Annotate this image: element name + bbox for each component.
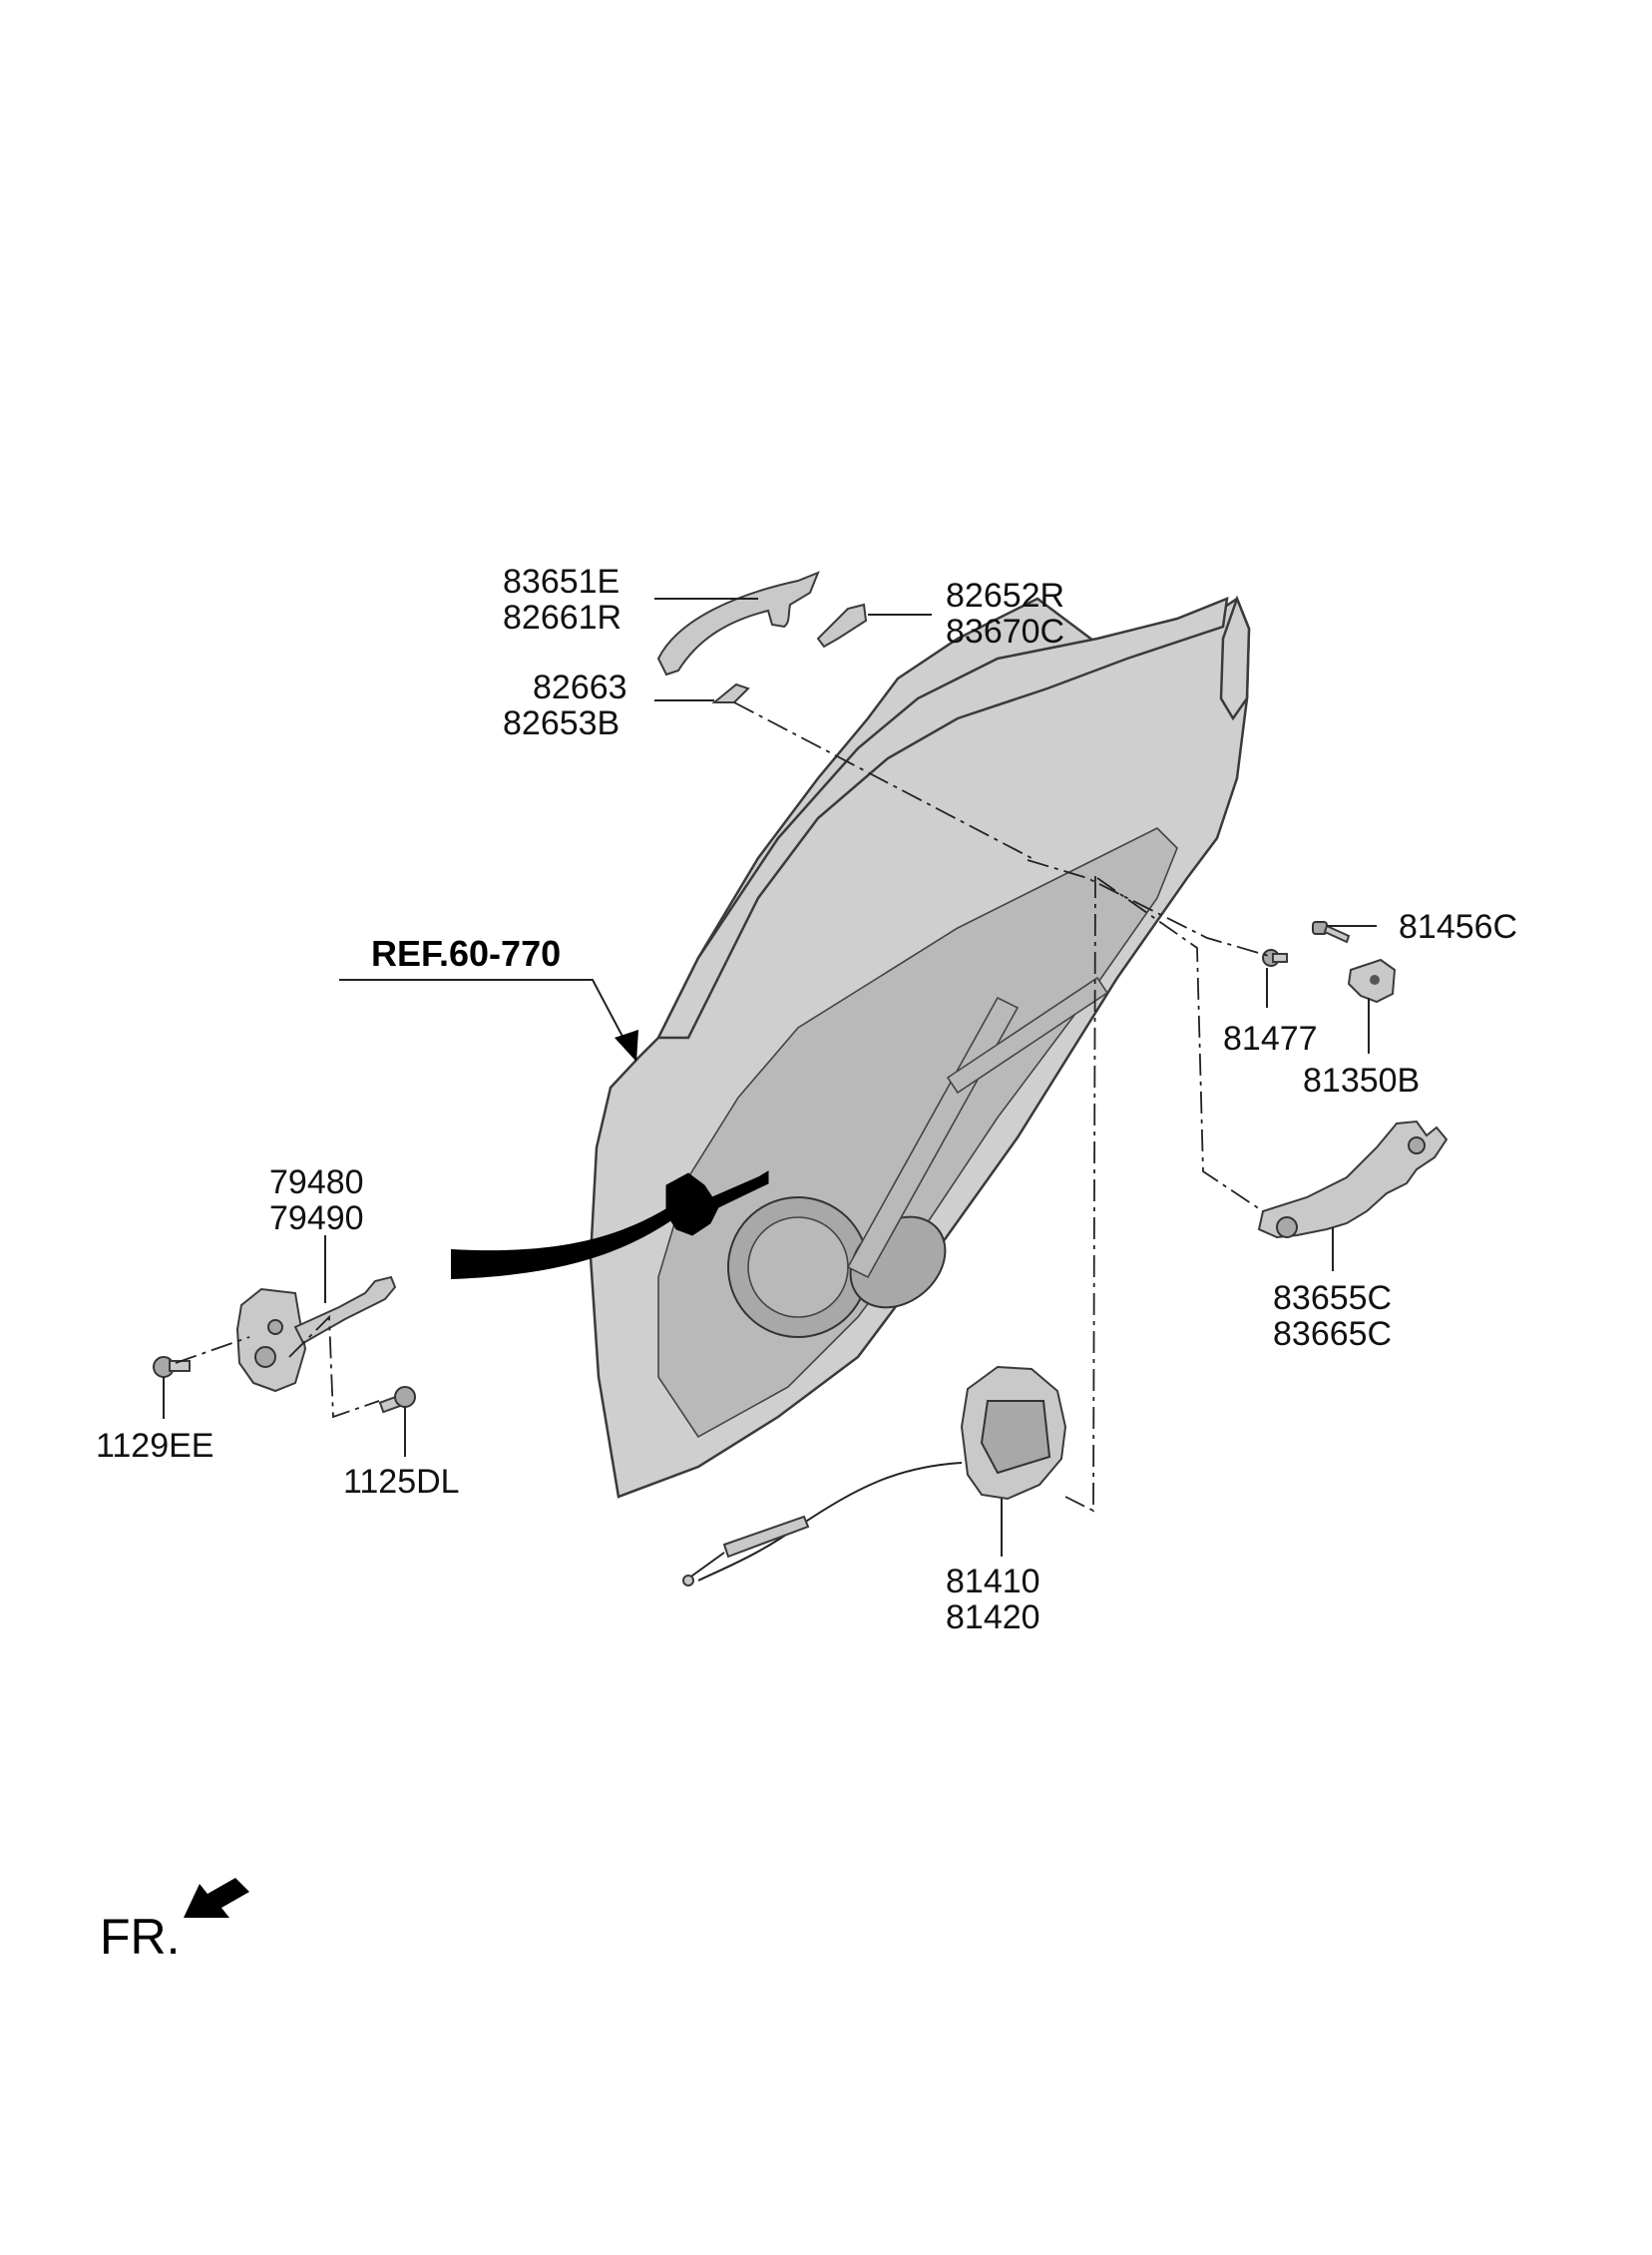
door-checker-part [235,1275,397,1393]
label-1125dl: 1125DL [343,1463,460,1501]
label-82653b: 82653B [503,704,620,742]
label-82661r: 82661R [503,599,621,637]
label-82652r: 82652R [946,577,1064,615]
label-83655c: 83655C [1273,1279,1392,1317]
part-number-labels: 83651E 82661R 82652R 83670C 82663 82653B… [96,563,1517,1636]
direction-arrow-icon [184,1878,249,1918]
door-latch-part [682,1365,1067,1586]
screw-part [1262,949,1288,967]
bolt-1125dl-part [378,1386,416,1414]
inside-handle-part [1257,1120,1448,1239]
front-direction-label: FR. [100,1909,181,1965]
label-79480: 79480 [269,1163,364,1201]
outside-door-handle [656,571,820,676]
handle-cover-cap [816,603,868,649]
label-83670c: 83670C [946,613,1064,651]
label-83665c: 83665C [1273,1315,1392,1353]
assembly-lines [175,701,1270,1513]
label-81420: 81420 [946,1598,1040,1636]
striker-part [1347,958,1397,1004]
reference-arrowhead [615,1030,638,1062]
handle-gasket [711,682,750,703]
striker-bolt-part [1312,921,1351,944]
front-direction-indicator: FR. [100,1878,249,1965]
rear-door-panel [451,595,1251,1499]
label-79490: 79490 [269,1199,364,1237]
label-81477: 81477 [1223,1020,1318,1058]
label-81456c: 81456C [1399,908,1517,946]
checker-mount-highlight [665,1170,769,1236]
reference-pointer-curve [451,1207,670,1279]
label-reference: REF.60-770 [371,933,561,974]
label-82663: 82663 [533,669,627,706]
label-83651e: 83651E [503,563,620,601]
leader-lines [163,598,1377,1557]
label-1129ee: 1129EE [96,1427,213,1465]
label-81410: 81410 [946,1563,1040,1600]
label-81350b: 81350B [1303,1062,1420,1100]
